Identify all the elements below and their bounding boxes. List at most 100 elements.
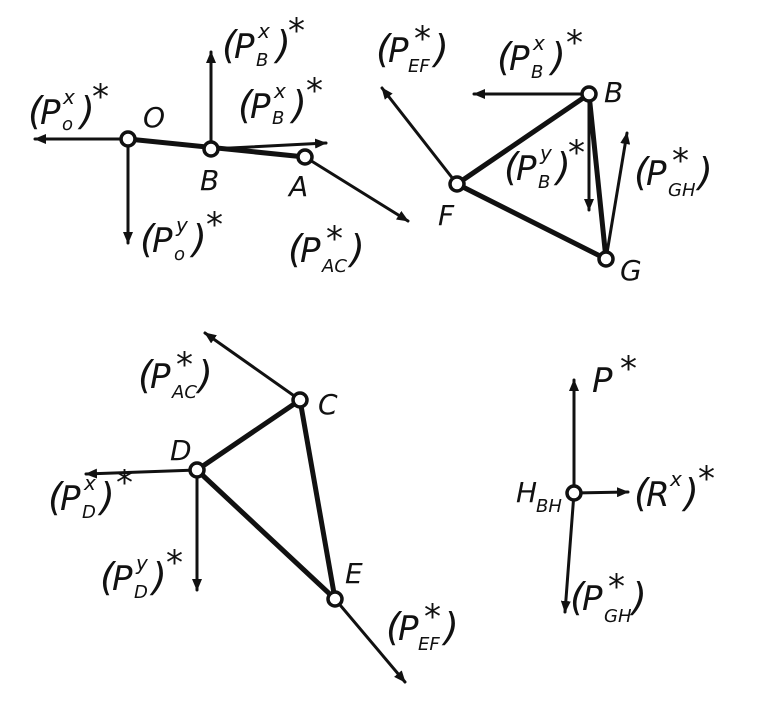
label-Poy: ( P y o ) *	[140, 205, 223, 265]
svg-text:o: o	[174, 244, 185, 265]
svg-text:): )	[347, 227, 365, 271]
svg-text:P: P	[152, 221, 173, 261]
svg-text:x: x	[669, 467, 682, 491]
svg-text:*: *	[176, 345, 193, 385]
node-A	[296, 148, 314, 166]
label-Pox: ( P x o ) *	[28, 77, 109, 135]
svg-text:P: P	[40, 93, 61, 133]
point-label-C: C	[318, 388, 338, 421]
point-label-E: E	[345, 557, 363, 590]
svg-text:(: (	[386, 605, 403, 649]
svg-text:AC: AC	[171, 382, 197, 403]
svg-text:B: B	[538, 172, 550, 193]
point-label-G: G	[620, 254, 642, 287]
node-B	[202, 140, 220, 158]
svg-text:): )	[548, 35, 566, 79]
arrow-Pgh-4	[560, 491, 576, 614]
triangle-FBG	[452, 89, 609, 264]
svg-text:(: (	[138, 353, 155, 397]
svg-text:*: *	[92, 77, 109, 117]
point-label-O: O	[143, 101, 165, 134]
svg-text:P: P	[646, 154, 667, 194]
node-E	[326, 590, 344, 608]
label-Pgh-2: ( P * GH )	[634, 141, 713, 201]
svg-text:x: x	[62, 85, 75, 109]
svg-text:EF: EF	[408, 56, 430, 77]
svg-text:*: *	[566, 23, 583, 63]
svg-text:y: y	[539, 141, 553, 165]
svg-text:H: H	[516, 476, 537, 509]
node-C	[291, 391, 309, 409]
svg-text:*: *	[620, 349, 637, 389]
svg-text:): )	[553, 145, 571, 189]
svg-text:P: P	[509, 39, 530, 79]
arrow-Pgh	[604, 131, 631, 261]
svg-text:(: (	[222, 23, 239, 67]
svg-text:): )	[695, 150, 713, 194]
part1-group: O B A ( P x o ) * ( P x B ) * ( P x B ) …	[28, 11, 410, 277]
svg-text:y: y	[135, 551, 149, 575]
svg-text:(: (	[504, 145, 521, 189]
label-Pef-2: ( P * EF )	[376, 19, 449, 77]
svg-text:P: P	[300, 231, 321, 271]
svg-text:P: P	[234, 27, 255, 67]
svg-text:): )	[195, 353, 213, 397]
svg-text:): )	[431, 27, 449, 71]
svg-text:): )	[189, 217, 207, 261]
svg-text:B: B	[256, 50, 268, 71]
svg-text:P: P	[250, 87, 271, 127]
arrow-Pef	[380, 86, 459, 186]
label-Pdy: ( P y D ) *	[100, 543, 183, 603]
svg-text:BH: BH	[536, 496, 562, 517]
svg-text:): )	[97, 475, 115, 519]
svg-text:P: P	[150, 357, 171, 397]
svg-text:*: *	[116, 463, 133, 503]
arrow-Rx	[572, 487, 630, 498]
svg-text:D: D	[82, 502, 96, 523]
svg-text:*: *	[288, 11, 305, 51]
label-P: P *	[592, 349, 637, 401]
svg-text:o: o	[62, 114, 73, 135]
label-Pac-3: ( P * AC )	[138, 345, 213, 403]
svg-text:*: *	[306, 71, 323, 111]
svg-text:GH: GH	[604, 606, 632, 627]
svg-text:(: (	[376, 27, 393, 71]
svg-text:): )	[629, 575, 647, 619]
label-Rx: ( R x ) *	[634, 459, 715, 515]
svg-text:): )	[441, 605, 459, 649]
part2-group: B F G ( P * EF ) ( P x B ) * ( P y B ) *…	[376, 19, 713, 287]
svg-text:P: P	[582, 579, 603, 619]
arrow-Pef-3	[333, 597, 407, 684]
svg-text:*: *	[608, 567, 625, 607]
point-label-B: B	[200, 164, 219, 197]
svg-text:(: (	[570, 575, 587, 619]
svg-text:x: x	[83, 471, 96, 495]
svg-text:*: *	[414, 19, 431, 59]
svg-text:): )	[681, 471, 699, 515]
svg-text:y: y	[175, 213, 189, 237]
svg-text:P: P	[516, 149, 537, 189]
svg-text:*: *	[424, 597, 441, 637]
svg-text:P: P	[60, 479, 81, 519]
svg-text:(: (	[100, 555, 117, 599]
svg-text:*: *	[166, 543, 183, 583]
svg-text:*: *	[568, 133, 585, 173]
svg-text:*: *	[698, 459, 715, 499]
node-H	[565, 484, 583, 502]
svg-text:x: x	[273, 79, 286, 103]
arrow-Pac-3	[203, 331, 302, 402]
node-D	[188, 461, 206, 479]
node-O	[119, 130, 137, 148]
svg-text:(: (	[288, 227, 305, 271]
point-label-A: A	[287, 170, 308, 203]
point-label-D: D	[170, 434, 192, 467]
label-Pbx-up: ( P x B ) *	[222, 11, 305, 71]
svg-text:GH: GH	[668, 180, 696, 201]
svg-text:(: (	[140, 217, 157, 261]
label-Pbx-2: ( P x B ) *	[497, 23, 583, 83]
label-H: H BH	[516, 476, 562, 517]
svg-text:*: *	[672, 141, 689, 181]
svg-text:P: P	[388, 31, 409, 71]
part3-group: C D E ( P * AC ) ( P x D ) * ( P y D ) *…	[48, 331, 459, 684]
triangle-DCE	[193, 395, 339, 606]
